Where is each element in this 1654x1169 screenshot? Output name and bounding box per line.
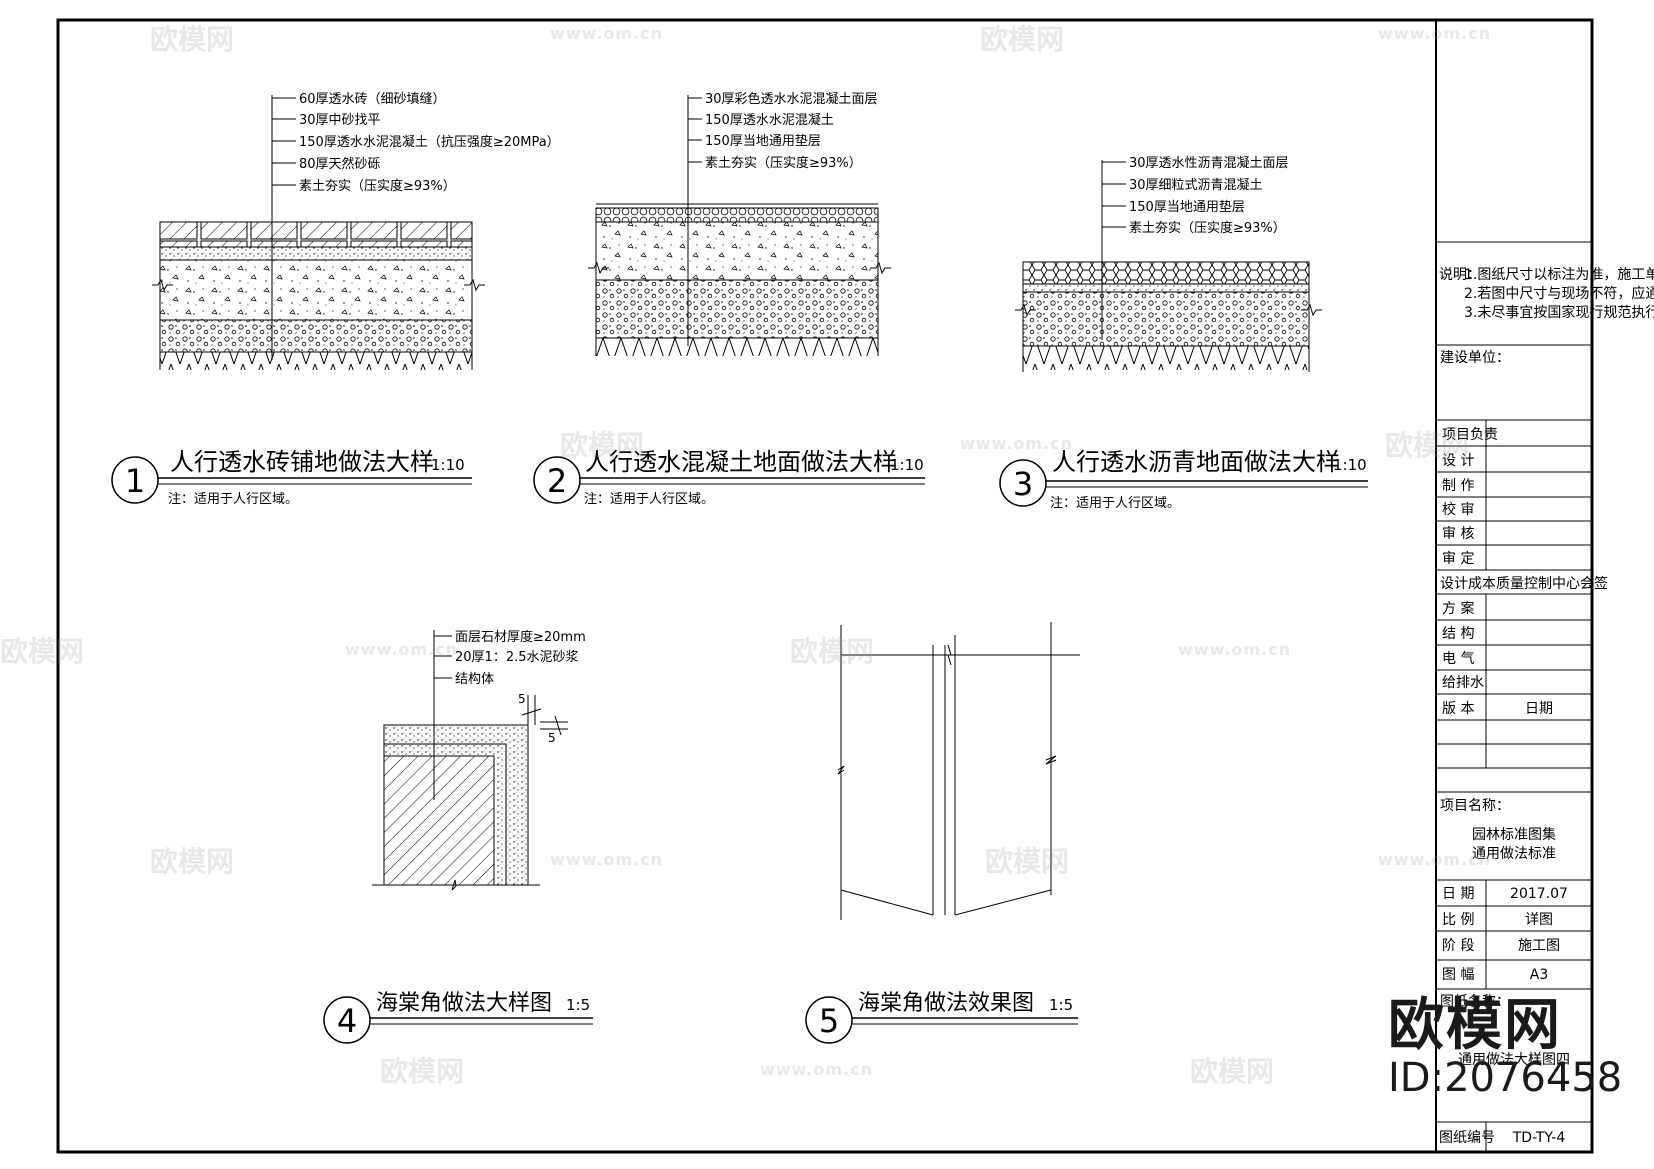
project-name-line-2: 通用做法标准 xyxy=(1472,846,1556,862)
title-block: 说明： 1.图纸尺寸以标注为准，施工单位应核对现场尺寸 2.若图中尺寸与现场不符… xyxy=(1436,241,1654,1152)
detail-4-section: 面层石材厚度≥20mm 20厚1：2.5水泥砂浆 结构体 5 5 xyxy=(372,629,586,891)
drawing-name: 通用做法大样图四 xyxy=(1458,1052,1570,1068)
version-label: 版 本 xyxy=(1442,701,1474,717)
drawing-number: TD-TY-4 xyxy=(1512,1130,1566,1146)
discipline-structure: 结 构 xyxy=(1442,626,1474,642)
detail-3-layer-1: 30厚透水性沥青混凝土面层 xyxy=(1129,155,1289,171)
dimension-1: 5 xyxy=(518,692,526,706)
detail-1-layer-1: 60厚透水砖（细砂填缝） xyxy=(299,92,446,107)
detail-2-scale: 1:10 xyxy=(890,456,924,474)
detail-5-label: 5 海棠角做法效果图 1:5 xyxy=(805,991,1078,1044)
detail-5-scale: 1:5 xyxy=(1049,996,1073,1014)
meta-scale-value: 详图 xyxy=(1525,912,1553,928)
detail-4-scale: 1:5 xyxy=(566,996,590,1014)
detail-2-number: 2 xyxy=(547,462,567,500)
project-name-label: 项目名称： xyxy=(1440,798,1510,814)
detail-3-section: 30厚透水性沥青混凝土面层 30厚细粒式沥青混凝土 150厚当地通用垫层 素土夯… xyxy=(1015,155,1322,372)
note-2: 2.若图中尺寸与现场不符，应通知设计单位 xyxy=(1464,285,1654,302)
detail-1-number: 1 xyxy=(125,462,145,500)
detail-4-layer-1: 面层石材厚度≥20mm xyxy=(455,629,586,645)
role-project-lead: 项目负责 xyxy=(1442,427,1498,443)
note-3: 3.未尽事宜按国家现行规范执行 xyxy=(1464,304,1654,321)
detail-5-title: 海棠角做法效果图 xyxy=(858,991,1034,1016)
detail-3-layer-4: 素土夯实（压实度≥93%） xyxy=(1129,220,1286,236)
detail-1-title: 人行透水砖铺地做法大样 xyxy=(170,448,434,476)
detail-5-number: 5 xyxy=(819,1002,839,1040)
detail-1-layer-5: 素土夯实（压实度≥93%） xyxy=(299,178,456,194)
discipline-plumbing: 给排水 xyxy=(1442,675,1484,691)
detail-3-label: 3 人行透水沥青地面做法大样 1:10 注：适用于人行区域。 xyxy=(999,448,1368,511)
meta-sheet-size-value: A3 xyxy=(1530,967,1548,983)
detail-3-layer-2: 30厚细粒式沥青混凝土 xyxy=(1129,177,1263,193)
drawing-name-label: 图纸名称： xyxy=(1440,994,1510,1010)
meta-stage-value: 施工图 xyxy=(1518,938,1560,954)
meta-scale-label: 比 例 xyxy=(1442,912,1474,928)
detail-2-label: 2 人行透水混凝土地面做法大样 1:10 注：适用于人行区域。 xyxy=(533,448,925,507)
detail-4-title: 海棠角做法大样图 xyxy=(376,991,552,1016)
detail-3-note: 注：适用于人行区域。 xyxy=(1050,496,1180,511)
detail-1-layer-4: 80厚天然砂砾 xyxy=(299,156,381,172)
detail-2-layer-3: 150厚当地通用垫层 xyxy=(705,133,821,149)
detail-4-number: 4 xyxy=(337,1002,357,1040)
detail-1-label: 1 人行透水砖铺地做法大样 1:10 注：适用于人行区域。 xyxy=(111,448,472,507)
detail-2-layer-2: 150厚透水水泥混凝土 xyxy=(705,112,834,128)
detail-2-title: 人行透水混凝土地面做法大样 xyxy=(585,448,897,476)
role-approve: 审 定 xyxy=(1442,551,1474,567)
meta-stage-label: 阶 段 xyxy=(1442,938,1474,954)
sheet-border xyxy=(56,18,1594,1154)
detail-2-section: 30厚彩色透水水泥混凝土面层 150厚透水水泥混凝土 150厚当地通用垫层 素土… xyxy=(588,91,891,356)
dimension-2: 5 xyxy=(548,731,556,745)
discipline-electrical: 电 气 xyxy=(1442,651,1474,667)
project-name-line-1: 园林标准图集 xyxy=(1472,826,1556,843)
construction-unit-label: 建设单位： xyxy=(1440,350,1510,366)
meta-sheet-size-label: 图 幅 xyxy=(1442,967,1474,983)
detail-1-layer-2: 30厚中砂找平 xyxy=(299,113,381,128)
detail-1-scale: 1:10 xyxy=(431,456,465,474)
detail-1-layer-3: 150厚透水水泥混凝土（抗压强度≥20MPa） xyxy=(299,134,560,150)
detail-3-title: 人行透水沥青地面做法大样 xyxy=(1052,448,1340,476)
discipline-scheme: 方 案 xyxy=(1442,600,1474,617)
drawing-number-label: 图纸编号 xyxy=(1439,1130,1495,1146)
detail-4-label: 4 海棠角做法大样图 1:5 xyxy=(323,991,593,1044)
detail-1-note: 注：适用于人行区域。 xyxy=(168,492,298,507)
role-check: 校 审 xyxy=(1442,501,1474,518)
detail-2-layer-4: 素土夯实（压实度≥93%） xyxy=(705,155,862,171)
role-design: 设 计 xyxy=(1442,453,1474,469)
detail-3-number: 3 xyxy=(1013,465,1033,503)
meta-date-value: 2017.07 xyxy=(1510,886,1568,902)
detail-4-layer-2: 20厚1：2.5水泥砂浆 xyxy=(455,650,579,665)
joint-signoff: 设计成本质量控制中心会签 xyxy=(1440,575,1608,592)
note-1: 1.图纸尺寸以标注为准，施工单位应核对现场尺寸 xyxy=(1464,266,1654,283)
role-review: 审 核 xyxy=(1442,526,1474,542)
detail-2-layer-1: 30厚彩色透水水泥混凝土面层 xyxy=(705,91,878,107)
detail-4-layer-3: 结构体 xyxy=(455,672,494,687)
detail-5-elevation xyxy=(837,622,1080,920)
role-drafting: 制 作 xyxy=(1442,478,1474,494)
detail-1-section: 60厚透水砖（细砂填缝） 30厚中砂找平 150厚透水水泥混凝土（抗压强度≥20… xyxy=(152,92,560,370)
detail-3-layer-3: 150厚当地通用垫层 xyxy=(1129,199,1245,215)
detail-2-note: 注：适用于人行区域。 xyxy=(584,492,714,507)
notes-label: 说明： xyxy=(1439,267,1481,283)
detail-3-scale: 1:10 xyxy=(1333,456,1367,474)
date-column-label: 日期 xyxy=(1525,701,1553,717)
meta-date-label: 日 期 xyxy=(1442,886,1474,902)
